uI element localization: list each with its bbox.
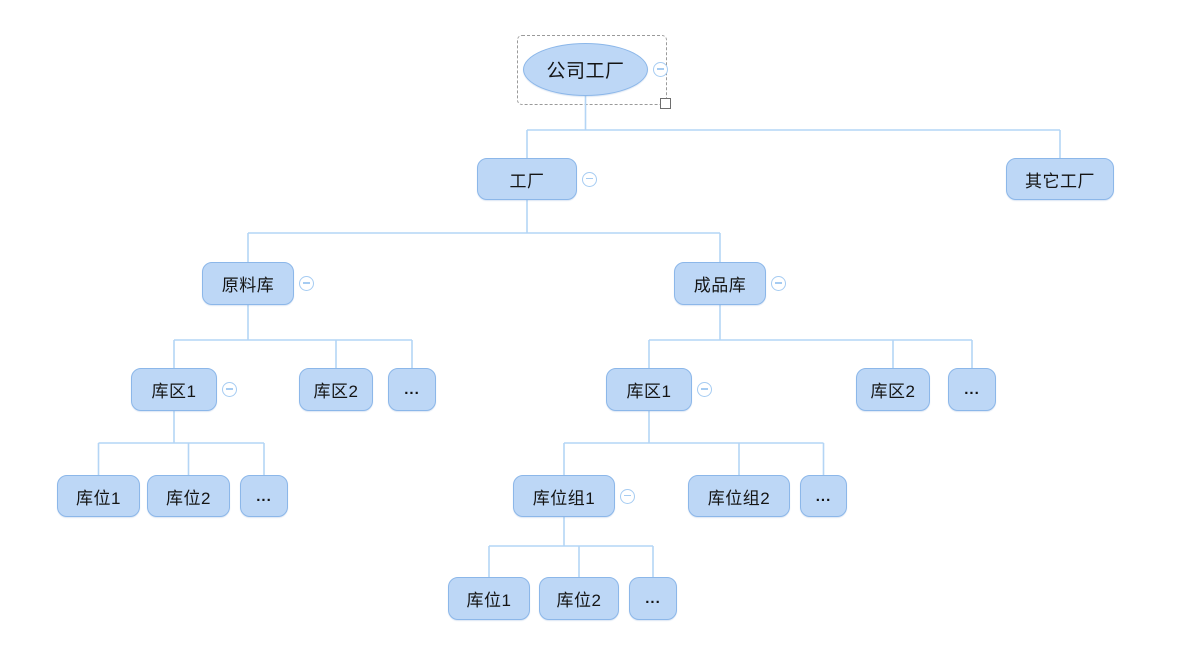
- tree-node-raw_loc2[interactable]: 库位2: [147, 475, 230, 517]
- tree-node-fin_area_more[interactable]: ...: [948, 368, 996, 411]
- node-label: 库位2: [166, 488, 211, 508]
- tree-node-g_loc2[interactable]: 库位2: [539, 577, 619, 620]
- tree-node-root[interactable]: 公司工厂: [523, 43, 648, 96]
- node-label: 库区1: [626, 382, 672, 401]
- node-label: ...: [404, 381, 420, 398]
- node-label: 库区1: [151, 382, 197, 401]
- tree-node-fin_area2[interactable]: 库区2: [856, 368, 930, 411]
- collapse-minus-icon[interactable]: [222, 382, 237, 397]
- tree-node-grp2[interactable]: 库位组2: [688, 475, 790, 517]
- tree-node-g_loc1[interactable]: 库位1: [448, 577, 530, 620]
- collapse-minus-icon[interactable]: [653, 62, 668, 77]
- node-label: 原料库: [221, 276, 275, 295]
- tree-node-grp_more[interactable]: ...: [800, 475, 847, 517]
- node-label: 成品库: [693, 276, 747, 295]
- tree-node-other_factory[interactable]: 其它工厂: [1006, 158, 1114, 200]
- node-label: 库位1: [76, 488, 121, 508]
- tree-node-raw_loc_more[interactable]: ...: [240, 475, 288, 517]
- collapse-minus-icon[interactable]: [697, 382, 712, 397]
- tree-node-raw_area1[interactable]: 库区1: [131, 368, 217, 411]
- tree-node-raw_wh[interactable]: 原料库: [202, 262, 294, 305]
- resize-handle[interactable]: [660, 98, 671, 109]
- tree-node-g_loc_more[interactable]: ...: [629, 577, 677, 620]
- node-label: ...: [815, 487, 832, 505]
- node-label: 公司工厂: [546, 61, 625, 82]
- tree-node-raw_loc1[interactable]: 库位1: [57, 475, 140, 517]
- tree-node-raw_area2[interactable]: 库区2: [299, 368, 373, 411]
- node-label: 库位组1: [532, 488, 596, 508]
- tree-node-grp1[interactable]: 库位组1: [513, 475, 615, 517]
- node-label: 库位组2: [707, 488, 771, 508]
- node-label: 库区2: [870, 382, 916, 401]
- node-label: 库位2: [556, 591, 602, 610]
- tree-node-factory[interactable]: 工厂: [477, 158, 577, 200]
- collapse-minus-icon[interactable]: [620, 488, 635, 504]
- node-label: ...: [964, 381, 980, 398]
- node-label: ...: [256, 487, 272, 505]
- collapse-minus-icon[interactable]: [299, 276, 314, 291]
- collapse-minus-icon[interactable]: [582, 171, 597, 187]
- tree-node-raw_area_more[interactable]: ...: [388, 368, 436, 411]
- collapse-minus-icon[interactable]: [771, 276, 786, 291]
- node-label: ...: [645, 590, 661, 607]
- tree-node-fin_wh[interactable]: 成品库: [674, 262, 766, 305]
- node-label: 库区2: [313, 382, 359, 401]
- node-label: 工厂: [509, 171, 545, 191]
- node-label: 库位1: [466, 591, 512, 610]
- node-label: 其它工厂: [1025, 171, 1095, 191]
- tree-node-fin_area1[interactable]: 库区1: [606, 368, 692, 411]
